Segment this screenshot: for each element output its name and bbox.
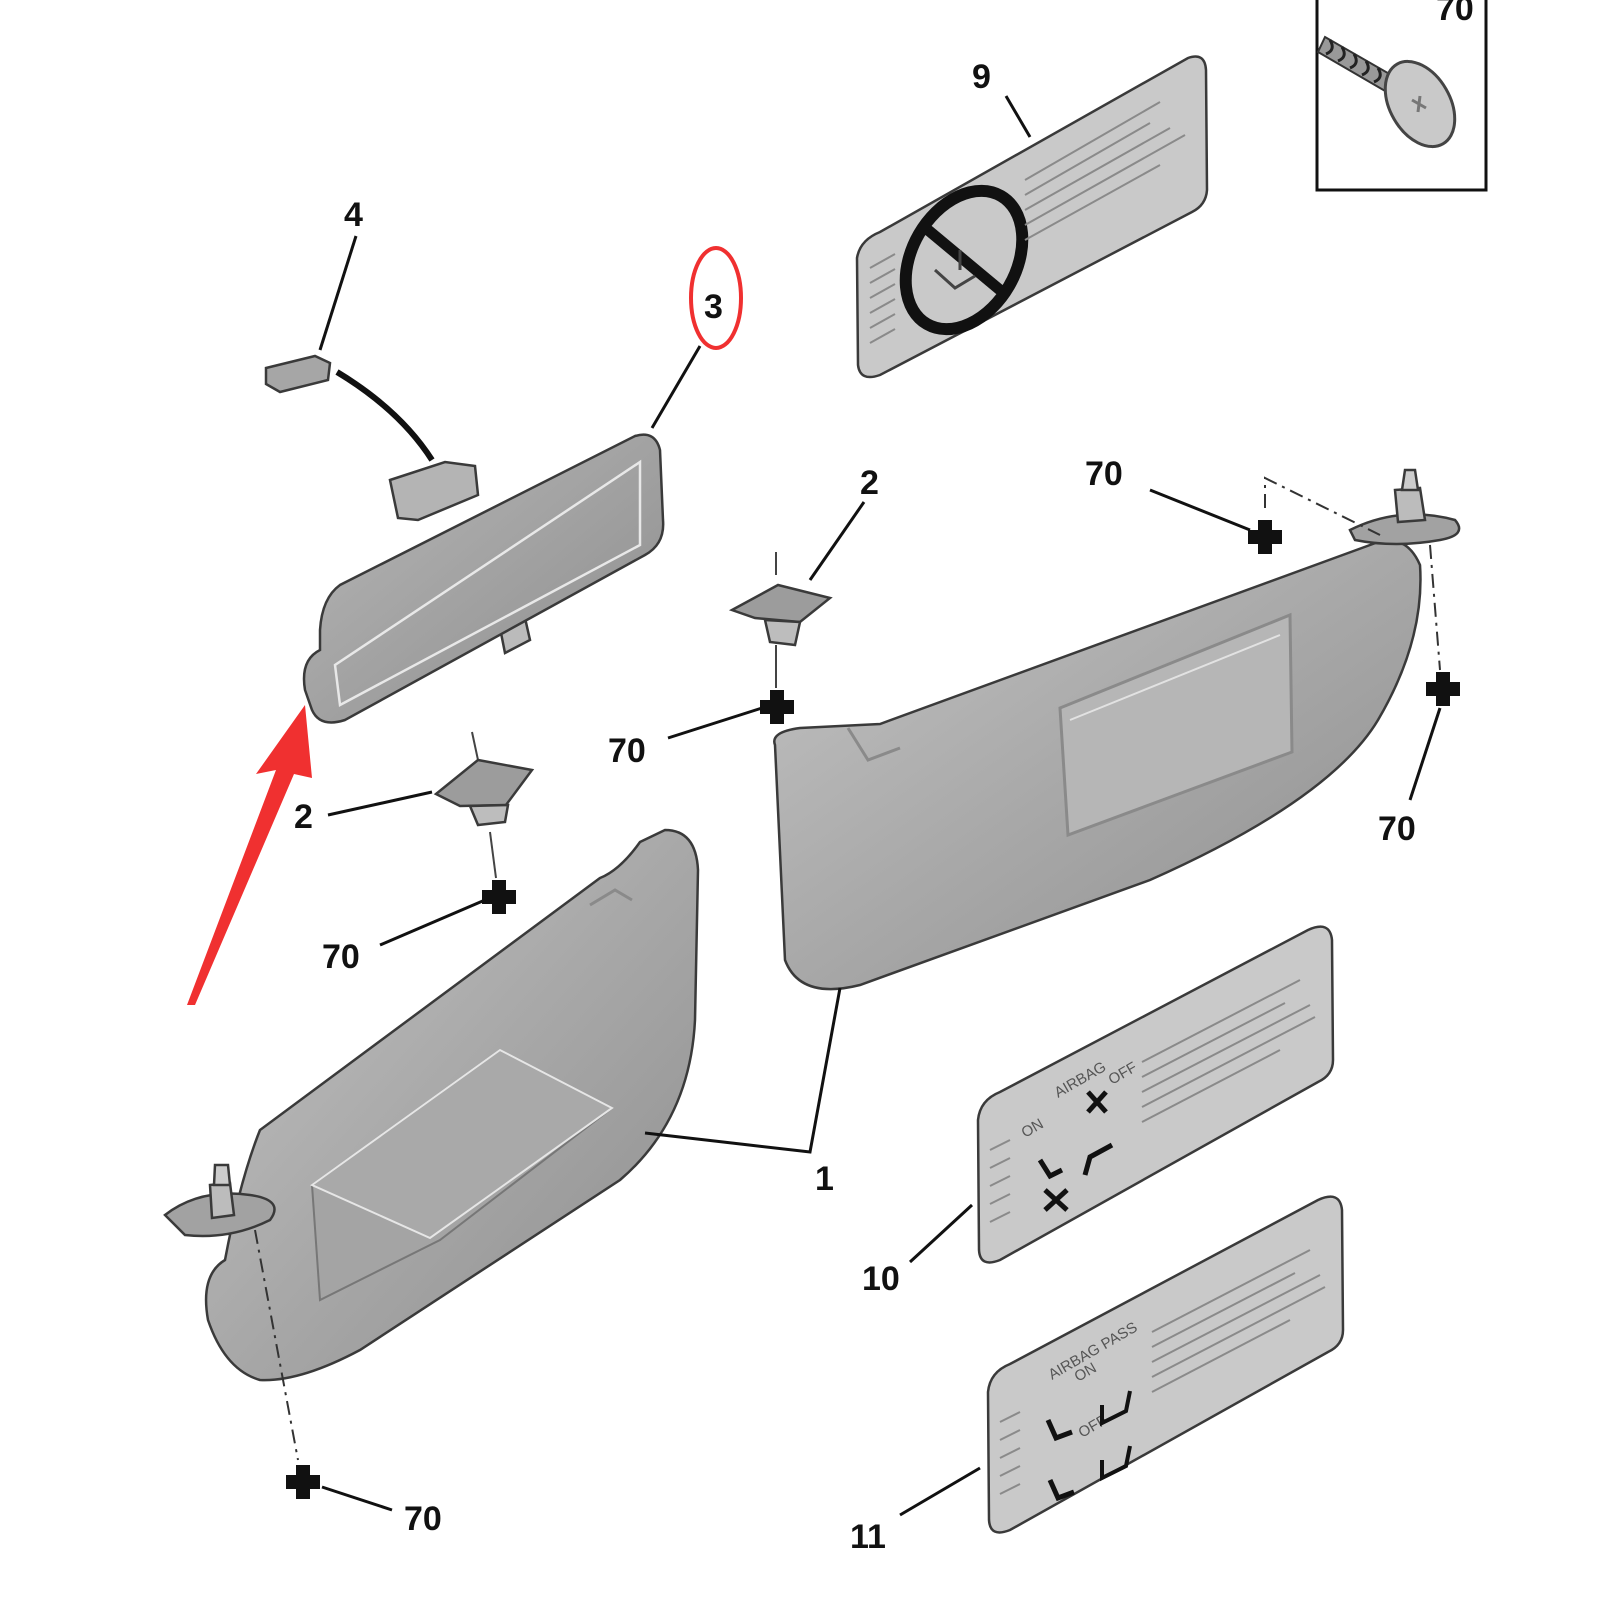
label-9-fineprint xyxy=(869,101,1186,344)
fastener-axis-left xyxy=(254,1229,299,1461)
callout-mirror: 3 xyxy=(704,288,723,326)
red-circle-icon xyxy=(689,246,743,350)
fastener-axis-right-side xyxy=(1429,544,1441,671)
sun-visor-left xyxy=(163,828,700,1382)
rear-view-mirror: 3 xyxy=(302,246,743,724)
screw-marker-icon xyxy=(760,690,794,724)
no-child-seat-icon xyxy=(899,184,1029,336)
screw-marker-icon xyxy=(286,1465,320,1499)
label-airbag: AIRBAG ON OFF 10 xyxy=(862,925,1335,1298)
sun-visor-right xyxy=(773,468,1461,991)
screw-marker-icon xyxy=(1248,520,1282,554)
screw-marker-bottom-left: 70 xyxy=(286,1465,442,1538)
fastener-axis-right-top xyxy=(1264,476,1381,536)
label-10-fineprint xyxy=(989,979,1316,1223)
callout-screw-bottom-left: 70 xyxy=(404,1500,442,1538)
label-11-fineprint xyxy=(999,1249,1326,1495)
callout-mirror-cover: 4 xyxy=(344,196,363,234)
callout-label-child-seat: 9 xyxy=(972,58,991,96)
callout-screw-upper-right: 70 xyxy=(1085,455,1123,493)
callout-group-sun-visors: 1 xyxy=(644,987,842,1198)
callout-clip-upper: 2 xyxy=(860,464,879,502)
screw-icon xyxy=(1316,35,1457,149)
screw-marker-icon xyxy=(1426,672,1460,706)
screw-marker-icon xyxy=(482,880,516,914)
callout-clip-lower: 2 xyxy=(294,798,313,836)
callout-sun-visors: 1 xyxy=(815,1160,834,1198)
clip-lower: 2 70 xyxy=(294,731,535,976)
airbag-seat-icons xyxy=(1037,1090,1114,1212)
callout-screw-right-side: 70 xyxy=(1378,810,1416,848)
callout-screw-inset: 70 xyxy=(1436,0,1474,28)
callout-label-airbag-pass: 11 xyxy=(850,1518,886,1556)
mirror-cover: 4 xyxy=(264,196,435,462)
callout-screw-lower-clip: 70 xyxy=(322,938,360,976)
callout-screw-upper-clip: 70 xyxy=(608,732,646,770)
clip-upper: 2 70 xyxy=(608,464,879,770)
red-arrow-icon xyxy=(187,705,312,1005)
screw-inset: 70 xyxy=(1315,0,1488,192)
callout-label-airbag: 10 xyxy=(862,1260,900,1298)
label-airbag-pass: AIRBAG PASS ON OFF 11 xyxy=(850,1195,1345,1556)
screw-marker-upper-right: 70 xyxy=(1085,455,1282,554)
label-child-seat-warning: 9 xyxy=(855,55,1209,379)
inset-frame xyxy=(1315,0,1488,192)
airbag-pass-seat-icons xyxy=(1045,1390,1132,1502)
screw-marker-right-side: 70 xyxy=(1378,672,1460,848)
